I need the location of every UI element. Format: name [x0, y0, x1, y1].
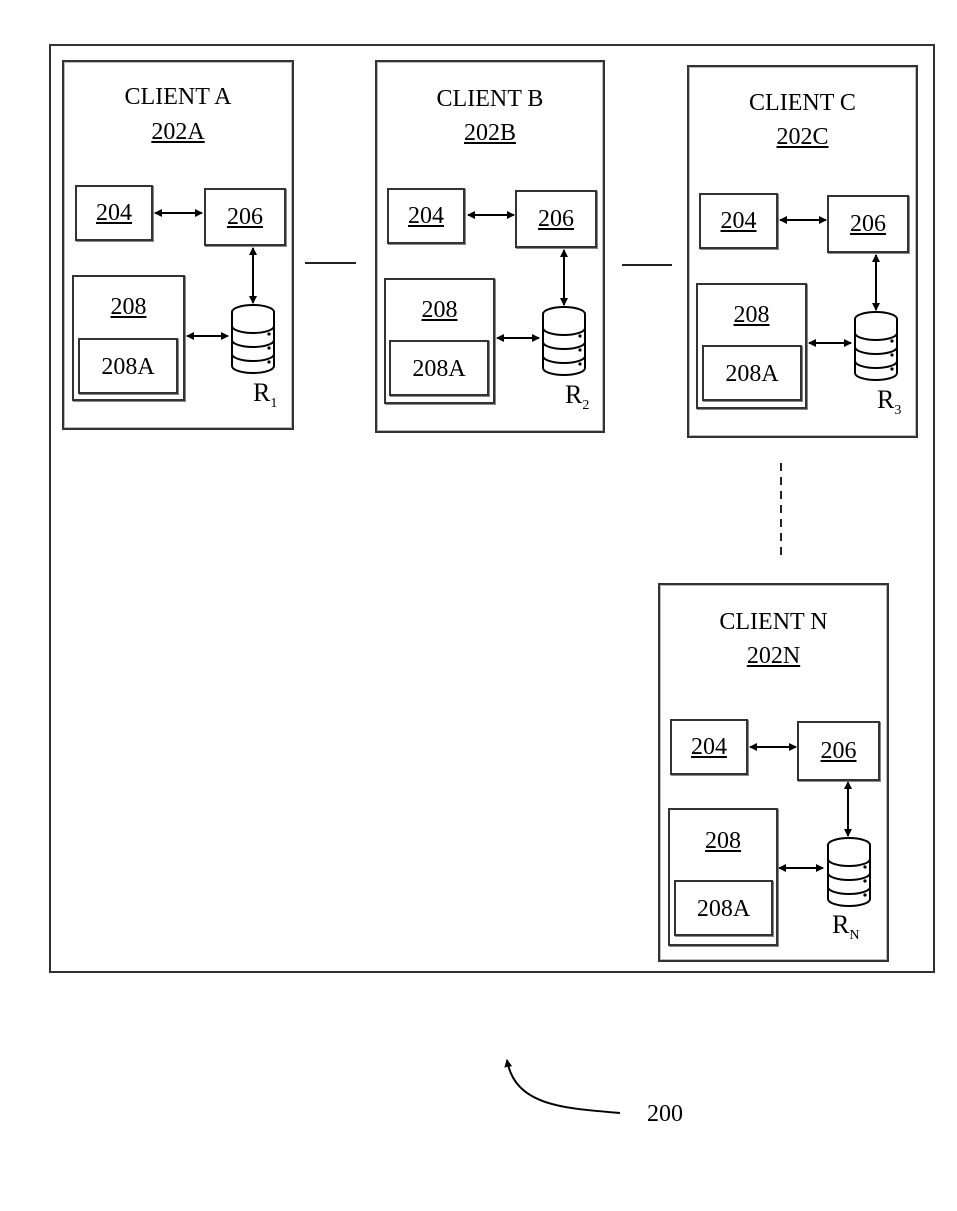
box-206: 206: [797, 721, 880, 781]
figure-ref-arrow: [507, 1060, 620, 1113]
box-208a: 208A: [674, 880, 773, 936]
client-id: 202A: [64, 119, 292, 146]
box-206: 206: [204, 188, 286, 246]
box-204: 204: [670, 719, 748, 775]
box-206: 206: [515, 190, 597, 248]
box-204: 204: [387, 188, 465, 244]
box-204: 204: [75, 185, 153, 241]
box-208a: 208A: [702, 345, 802, 401]
box-206: 206: [827, 195, 909, 253]
client-id: 202N: [660, 643, 887, 670]
repository-label: R2: [565, 380, 589, 414]
client-id: 202B: [377, 120, 603, 147]
client-title: CLIENT C: [689, 90, 916, 117]
box-208a: 208A: [78, 338, 178, 394]
repository-label: R1: [253, 378, 277, 412]
client-title: CLIENT B: [377, 86, 603, 113]
box-208a: 208A: [389, 340, 489, 396]
client-title: CLIENT A: [64, 84, 292, 111]
repository-label: R3: [877, 385, 901, 419]
figure-ref-label: 200: [647, 1101, 683, 1128]
box-204: 204: [699, 193, 778, 249]
repository-label: RN: [832, 910, 859, 944]
client-title: CLIENT N: [660, 609, 887, 636]
client-id: 202C: [689, 124, 916, 151]
